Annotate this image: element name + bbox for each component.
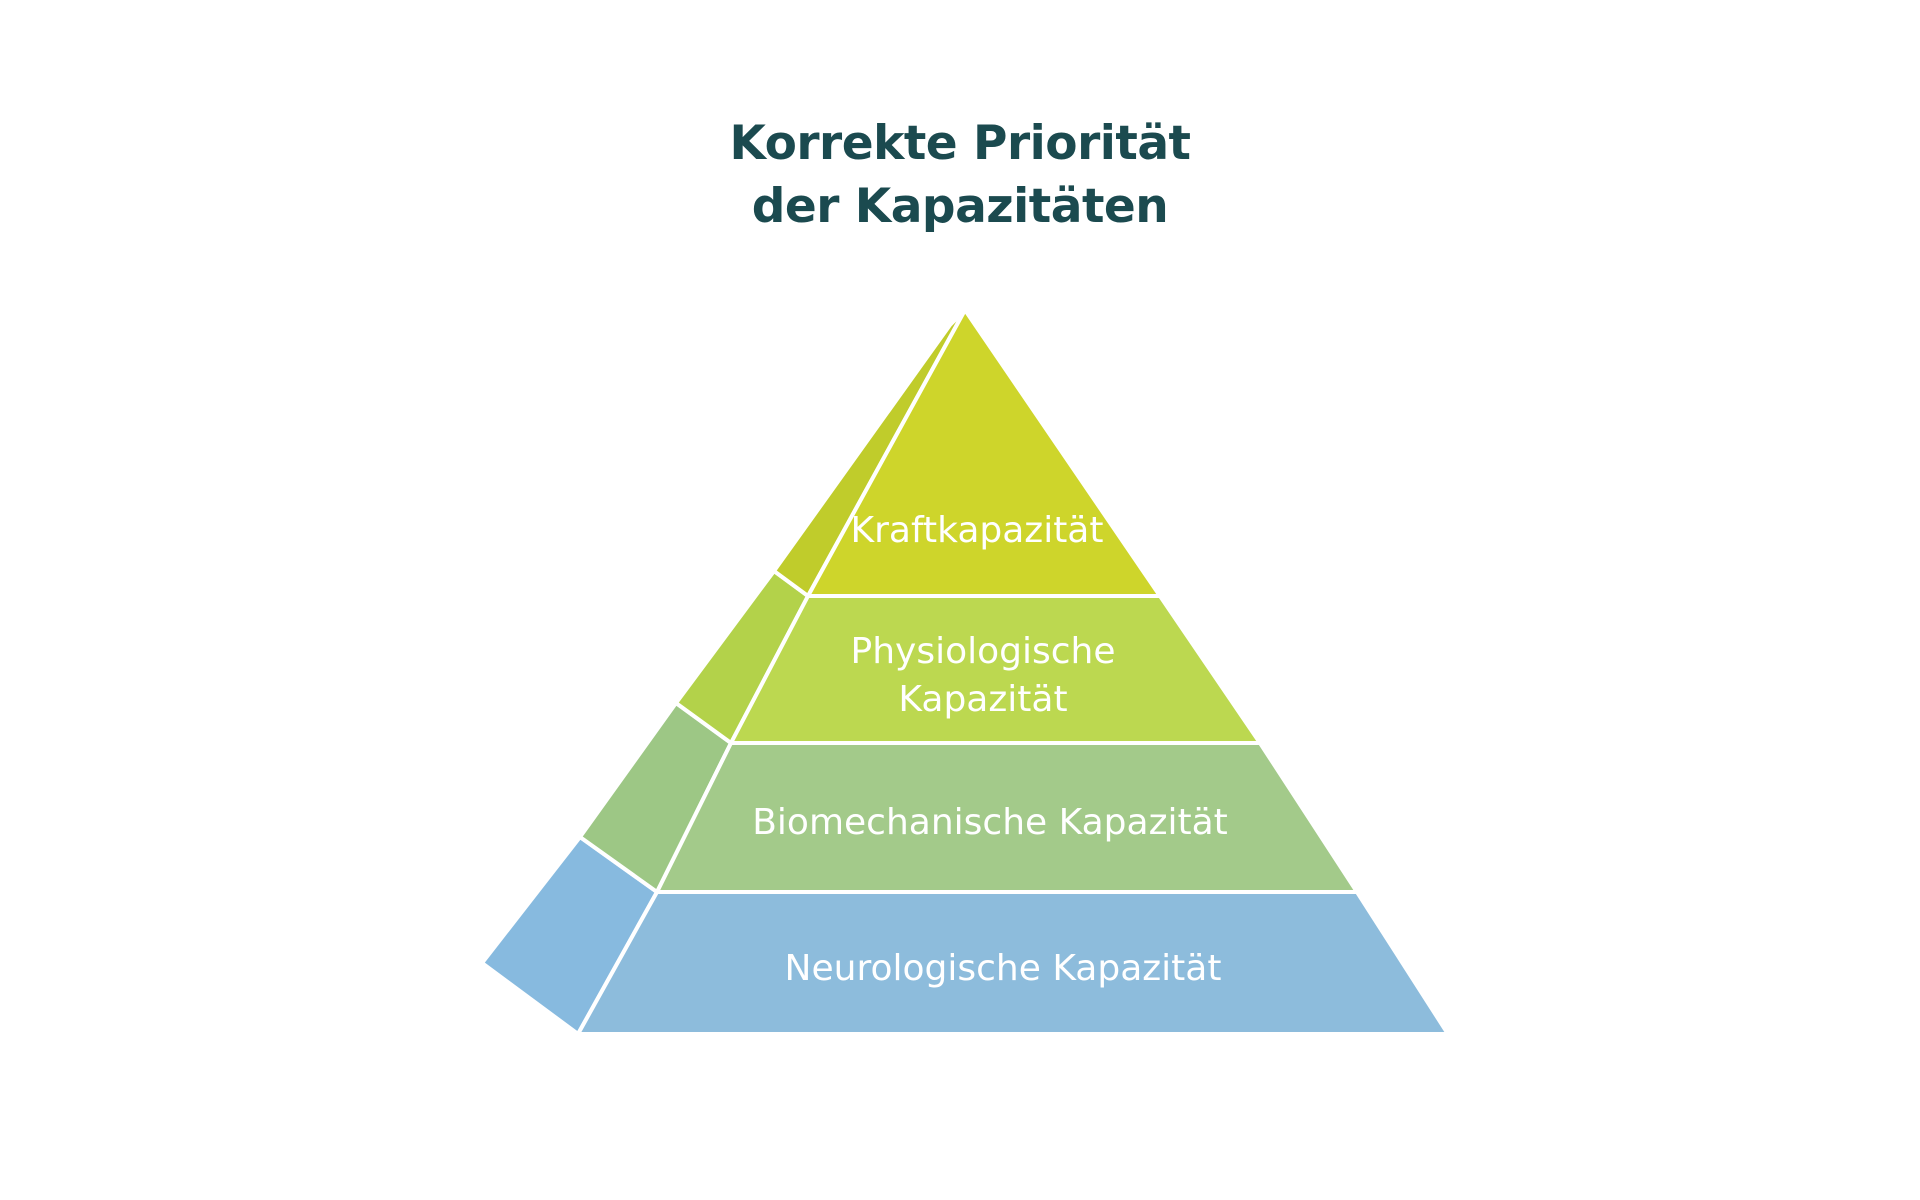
tier-kraft-label: Kraftkapazität	[850, 510, 1103, 551]
title-line-1: Korrekte Priorität	[729, 116, 1191, 171]
tier-neurologische: Neurologische Kapazität	[480, 835, 1450, 1036]
tier-physiologische-label-line-2: Kapazität	[898, 679, 1067, 720]
tier-kraft-label-line-1: Kraftkapazität	[850, 510, 1103, 551]
tier-biomechanische-label: Biomechanische Kapazität	[752, 802, 1228, 843]
tier-physiologische-label-line-1: Physiologische	[850, 631, 1115, 672]
tier-kraft-front	[806, 308, 1162, 598]
diagram-title: Korrekte Priorität der Kapazitäten	[0, 112, 1920, 238]
tier-neurologische-label-line-1: Neurologische Kapazität	[785, 948, 1222, 989]
tier-neurologische-label: Neurologische Kapazität	[785, 948, 1222, 989]
tier-kraft: Kraftkapazität	[772, 308, 1162, 598]
tier-biomechanische-label-line-1: Biomechanische Kapazität	[752, 802, 1228, 843]
title-line-2: der Kapazitäten	[751, 179, 1169, 234]
